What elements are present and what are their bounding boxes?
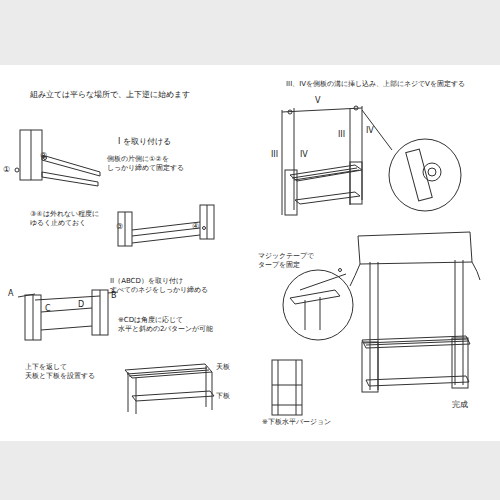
instruction-note: マジックテープで タープを固定 [258, 252, 348, 271]
callout-number: ④ [192, 222, 204, 233]
callout-number: 完成 [452, 400, 482, 411]
callout-number: D [78, 300, 88, 311]
instruction-note: II（ABCD）を取り付け すべてのネジをしっかり締める [110, 277, 230, 296]
callout-number: ② [40, 151, 52, 162]
callout-number: A [8, 289, 18, 300]
pole-insertion-figure [282, 106, 461, 215]
callout-number: ③ [116, 222, 128, 233]
page-heading: 組み立ては平らな場所で、上下逆に始めます [30, 90, 250, 101]
instruction-note: III、IVを側板の溝に挿し込み、上部にネジでVを固定する [286, 80, 496, 89]
horizontal-version-figure [272, 360, 302, 415]
callout-number: IV [300, 150, 314, 161]
callout-number: B [111, 291, 121, 302]
instruction-note: ※下板水平バージョン [262, 418, 372, 427]
bench-boards-figure [125, 364, 214, 414]
callout-number: III [338, 130, 352, 141]
bench-frame-figure [18, 290, 118, 340]
side-panel-figure [15, 130, 100, 186]
callout-number: ① [3, 165, 15, 176]
instruction-note: ③④は外れない程度に ゆるく止めておく [30, 210, 125, 229]
frame-figure [118, 205, 214, 246]
instruction-note: 上下を返して 天板と下板を設置する [25, 363, 135, 382]
page-ground [0, 65, 500, 441]
callout-number: 下板 [216, 392, 240, 401]
callout-number: V [315, 96, 325, 107]
callout-number: 天板 [216, 363, 240, 372]
callout-number: III [271, 150, 285, 161]
instruction-note: ※CDは角度に応じて 水平と斜めの2パターンが可能 [118, 316, 238, 335]
callout-number: IV [366, 126, 380, 137]
instruction-note: 側板の片側に①②を しっかり締めて固定する [107, 155, 217, 174]
instruction-note: I を取り付ける [118, 137, 218, 148]
callout-number: C [45, 304, 55, 315]
